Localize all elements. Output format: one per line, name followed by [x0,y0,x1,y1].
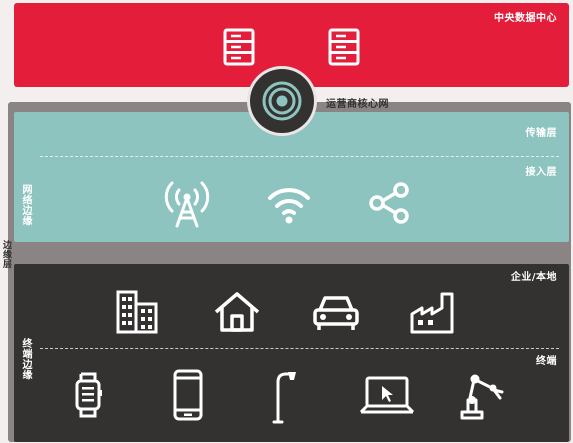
terminal-label: 终端 [536,356,557,367]
server-icon [223,28,255,66]
share-icon [369,182,409,224]
enterprise-terminal-divider [40,348,559,349]
transport-layer-label: 传输层 [525,128,557,139]
smartwatch-icon [75,372,102,418]
core-network-badge [250,69,314,133]
wifi-icon [268,188,310,224]
edge-layer-label: 边缘层 [1,240,11,269]
network-edge-side-label: 网络边缘 [20,184,31,226]
transport-access-divider [40,156,559,157]
smartphone-icon [173,369,203,421]
enterprise-local-label: 企业/本地 [510,272,557,283]
terminal-edge-side-label: 终端边缘 [20,338,31,380]
streetlight-icon [272,372,296,424]
laptop-icon [359,376,415,414]
core-network-icon [262,81,302,121]
factory-icon [410,292,454,334]
terminal-edge-layer: 企业/本地 终端 终端边缘 [14,264,569,442]
network-edge-layer: 传输层 接入层 网络边缘 [14,112,569,242]
cell-tower-icon [164,181,210,228]
office-building-icon [116,290,158,334]
access-layer-label: 接入层 [525,167,557,178]
core-network-label: 运营商核心网 [326,99,389,110]
car-icon [313,296,359,330]
house-icon [214,292,260,332]
server-icon [328,28,360,66]
robot-arm-icon [460,374,504,420]
data-center-label: 中央数据中心 [494,13,557,24]
